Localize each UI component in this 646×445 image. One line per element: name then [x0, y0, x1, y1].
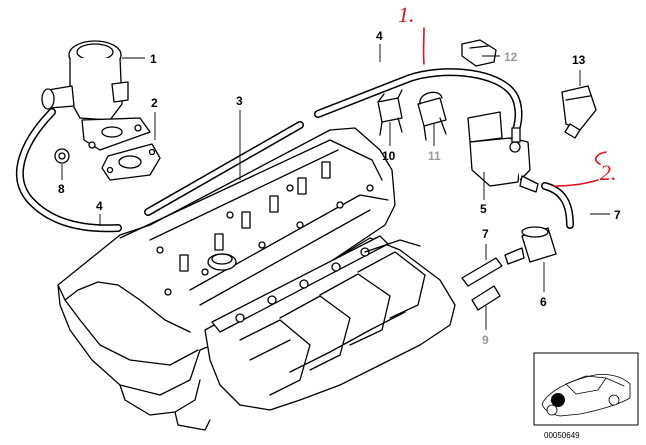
hose-4-top — [314, 68, 523, 134]
part-13-connector — [561, 85, 597, 139]
part-9-small-tube — [471, 285, 501, 311]
ignition-coils — [179, 161, 331, 272]
engine-valve-cover — [57, 127, 396, 431]
part-12-clip — [461, 39, 497, 67]
cover-bolts — [156, 184, 374, 296]
part-10-clip — [377, 89, 403, 136]
leader-lines — [61, 44, 610, 330]
callout-numbers: 1 2 3 4 4 5 6 7 7 8 9 10 11 12 13 — [58, 29, 621, 347]
callout-12: 12 — [504, 50, 518, 64]
annotation-2-label: 2. — [600, 160, 617, 185]
red-annotation-1: 1. — [398, 2, 425, 65]
hose-3-long-tube — [144, 121, 304, 216]
callout-9: 9 — [482, 333, 489, 347]
part-1-valve — [41, 40, 151, 151]
annotation-1-label: 1. — [398, 2, 415, 27]
part-7-small-tube — [461, 257, 503, 287]
part-8-nut — [54, 148, 70, 164]
hose-4-left — [16, 108, 122, 233]
callout-11: 11 — [428, 149, 441, 163]
part-2-gasket — [101, 143, 161, 181]
callout-4-left: 4 — [96, 199, 103, 213]
callout-13: 13 — [572, 53, 586, 67]
callout-6: 6 — [540, 295, 547, 309]
callout-7-right: 7 — [614, 208, 621, 222]
document-number: 00050649 — [544, 431, 580, 440]
callout-1: 1 — [150, 52, 157, 66]
callout-5: 5 — [480, 202, 487, 216]
callout-4-top: 4 — [376, 29, 383, 43]
hose-7-right — [541, 182, 574, 229]
part-11-clip — [417, 91, 447, 141]
callout-7-mid: 7 — [482, 227, 489, 241]
callout-10: 10 — [382, 149, 396, 163]
intake-manifold — [204, 235, 456, 411]
car-locator-inset — [533, 352, 639, 426]
callout-2: 2 — [151, 96, 158, 110]
part-6-filter — [504, 226, 557, 265]
red-annotation-2: 2. — [553, 151, 617, 187]
callout-8: 8 — [58, 182, 65, 196]
callout-3: 3 — [236, 94, 243, 108]
engine-location-dot — [551, 393, 565, 407]
part-5-solenoid-valve — [467, 111, 539, 193]
